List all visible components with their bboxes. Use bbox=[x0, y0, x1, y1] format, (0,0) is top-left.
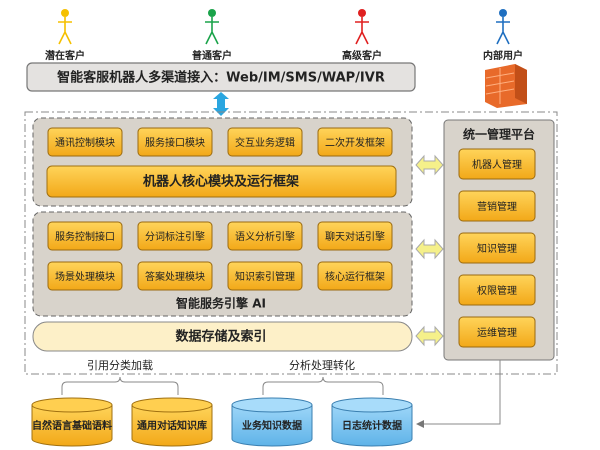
core-module bbox=[47, 127, 123, 157]
core-module bbox=[317, 127, 393, 157]
management-item bbox=[458, 232, 536, 264]
actor-label: 内部用户 bbox=[483, 49, 523, 62]
group-label-load: 引用分类加载 bbox=[87, 358, 153, 372]
double-arrow-icon bbox=[415, 238, 444, 260]
management-item-label: 运维管理 bbox=[477, 326, 517, 339]
database-label: 日志统计数据 bbox=[342, 419, 402, 432]
actor-label: 高级客户 bbox=[342, 49, 382, 62]
database-label: 自然语言基础语料 bbox=[32, 419, 112, 432]
brace-right bbox=[262, 376, 384, 395]
ai-engine-label: 智能服务引擎 AI bbox=[175, 296, 266, 311]
actor-icon bbox=[205, 9, 219, 45]
ai-engine-group bbox=[32, 211, 413, 317]
management-item bbox=[458, 274, 536, 306]
ai-module-label: 聊天对话引擎 bbox=[325, 230, 385, 243]
management-item-label: 知识管理 bbox=[477, 242, 517, 255]
double-arrow-icon bbox=[415, 154, 444, 176]
actor-label: 普通客户 bbox=[192, 49, 232, 62]
database-label: 业务知识数据 bbox=[242, 419, 302, 432]
database-cylinder bbox=[331, 397, 413, 447]
storage-bar bbox=[32, 321, 413, 352]
system-boundary bbox=[24, 111, 558, 375]
ai-module bbox=[47, 221, 123, 251]
ai-module-label: 核心运行框架 bbox=[325, 270, 385, 283]
database-cylinder bbox=[231, 397, 313, 447]
ai-module-label: 知识索引管理 bbox=[235, 270, 295, 283]
ai-module bbox=[317, 261, 393, 291]
ai-module-label: 答案处理模块 bbox=[145, 270, 205, 283]
ai-module-label: 语义分析引擎 bbox=[235, 230, 295, 243]
core-module-label: 二次开发框架 bbox=[325, 136, 385, 149]
management-item bbox=[458, 190, 536, 222]
brace-left bbox=[61, 376, 179, 395]
ai-module bbox=[317, 221, 393, 251]
database-label: 通用对话知识库 bbox=[137, 419, 207, 432]
core-bar-label: 机器人核心模块及运行框架 bbox=[143, 174, 299, 190]
group-label-analyze: 分析处理转化 bbox=[289, 358, 355, 372]
ai-module bbox=[47, 261, 123, 291]
double-arrow-icon bbox=[415, 325, 444, 347]
channel-label: 智能客服机器人多渠道接入：Web/IM/SMS/WAP/IVR bbox=[57, 70, 385, 86]
management-item bbox=[458, 316, 536, 348]
management-item-label: 营销管理 bbox=[477, 200, 517, 213]
actor-label: 潜在客户 bbox=[45, 49, 85, 62]
log-arrow bbox=[416, 360, 501, 428]
management-item bbox=[458, 148, 536, 180]
database-cylinder bbox=[31, 397, 113, 447]
core-bar bbox=[46, 165, 397, 198]
ai-module bbox=[227, 261, 303, 291]
firewall-icon bbox=[485, 64, 527, 108]
ai-module-label: 分词标注引擎 bbox=[145, 230, 205, 243]
core-module-label: 交互业务逻辑 bbox=[235, 136, 295, 149]
actor-icon bbox=[58, 9, 72, 45]
management-item-label: 权限管理 bbox=[477, 284, 517, 297]
core-module-label: 服务接口模块 bbox=[145, 136, 205, 149]
core-module bbox=[227, 127, 303, 157]
core-module bbox=[137, 127, 213, 157]
channel-box bbox=[26, 62, 416, 92]
storage-label: 数据存储及索引 bbox=[175, 329, 266, 345]
ai-module bbox=[227, 221, 303, 251]
ai-module bbox=[137, 221, 213, 251]
ai-module bbox=[137, 261, 213, 291]
actor-icon bbox=[496, 9, 510, 45]
channel-double-arrow bbox=[213, 92, 229, 116]
ai-module-label: 场景处理模块 bbox=[55, 270, 115, 283]
actor-icon bbox=[355, 9, 369, 45]
core-module-label: 通讯控制模块 bbox=[55, 136, 115, 149]
database-cylinder bbox=[131, 397, 213, 447]
ai-module-label: 服务控制接口 bbox=[55, 230, 115, 243]
management-title: 统一管理平台 bbox=[463, 127, 535, 142]
management-item-label: 机器人管理 bbox=[472, 158, 522, 171]
